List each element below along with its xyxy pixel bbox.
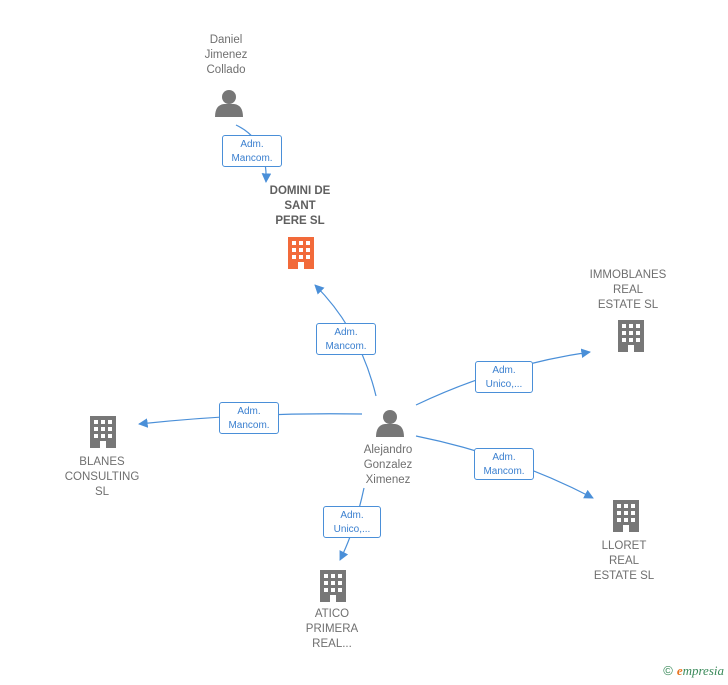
empresia-logo: ©empresia bbox=[663, 663, 724, 679]
copyright-symbol: © bbox=[663, 663, 673, 678]
node-label-blanes[interactable]: BLANES CONSULTING SL bbox=[64, 456, 140, 498]
edge-label-alejandro-blanes[interactable]: Adm. Mancom. bbox=[219, 402, 279, 434]
node-label-domini[interactable]: DOMINI DE SANT PERE SL bbox=[269, 185, 331, 227]
edge-label-daniel-domini[interactable]: Adm. Mancom. bbox=[222, 135, 282, 167]
brand-e: e bbox=[676, 663, 683, 678]
edge-label-alejandro-atico[interactable]: Adm. Unico,... bbox=[323, 506, 381, 538]
node-label-lloret[interactable]: LLORET REAL ESTATE SL bbox=[593, 540, 655, 582]
edge-label-alejandro-immoblanes[interactable]: Adm. Unico,... bbox=[475, 361, 533, 393]
person-icon[interactable] bbox=[215, 90, 243, 117]
building-icon[interactable] bbox=[320, 570, 346, 602]
node-label-alejandro[interactable]: Alejandro Gonzalez Ximenez bbox=[363, 444, 413, 486]
node-label-atico[interactable]: ATICO PRIMERA REAL... bbox=[305, 608, 359, 650]
building-icon[interactable] bbox=[618, 320, 644, 352]
building-icon[interactable] bbox=[90, 416, 116, 448]
node-label-immoblanes[interactable]: IMMOBLANES REAL ESTATE SL bbox=[589, 269, 667, 311]
brand-name: mpresia bbox=[682, 663, 724, 678]
edge-label-alejandro-lloret[interactable]: Adm. Mancom. bbox=[474, 448, 534, 480]
node-label-daniel[interactable]: Daniel Jimenez Collado bbox=[204, 34, 248, 76]
person-icon[interactable] bbox=[376, 410, 404, 437]
edge-label-alejandro-domini[interactable]: Adm. Mancom. bbox=[316, 323, 376, 355]
building-icon[interactable] bbox=[613, 500, 639, 532]
building-icon[interactable] bbox=[288, 237, 314, 269]
